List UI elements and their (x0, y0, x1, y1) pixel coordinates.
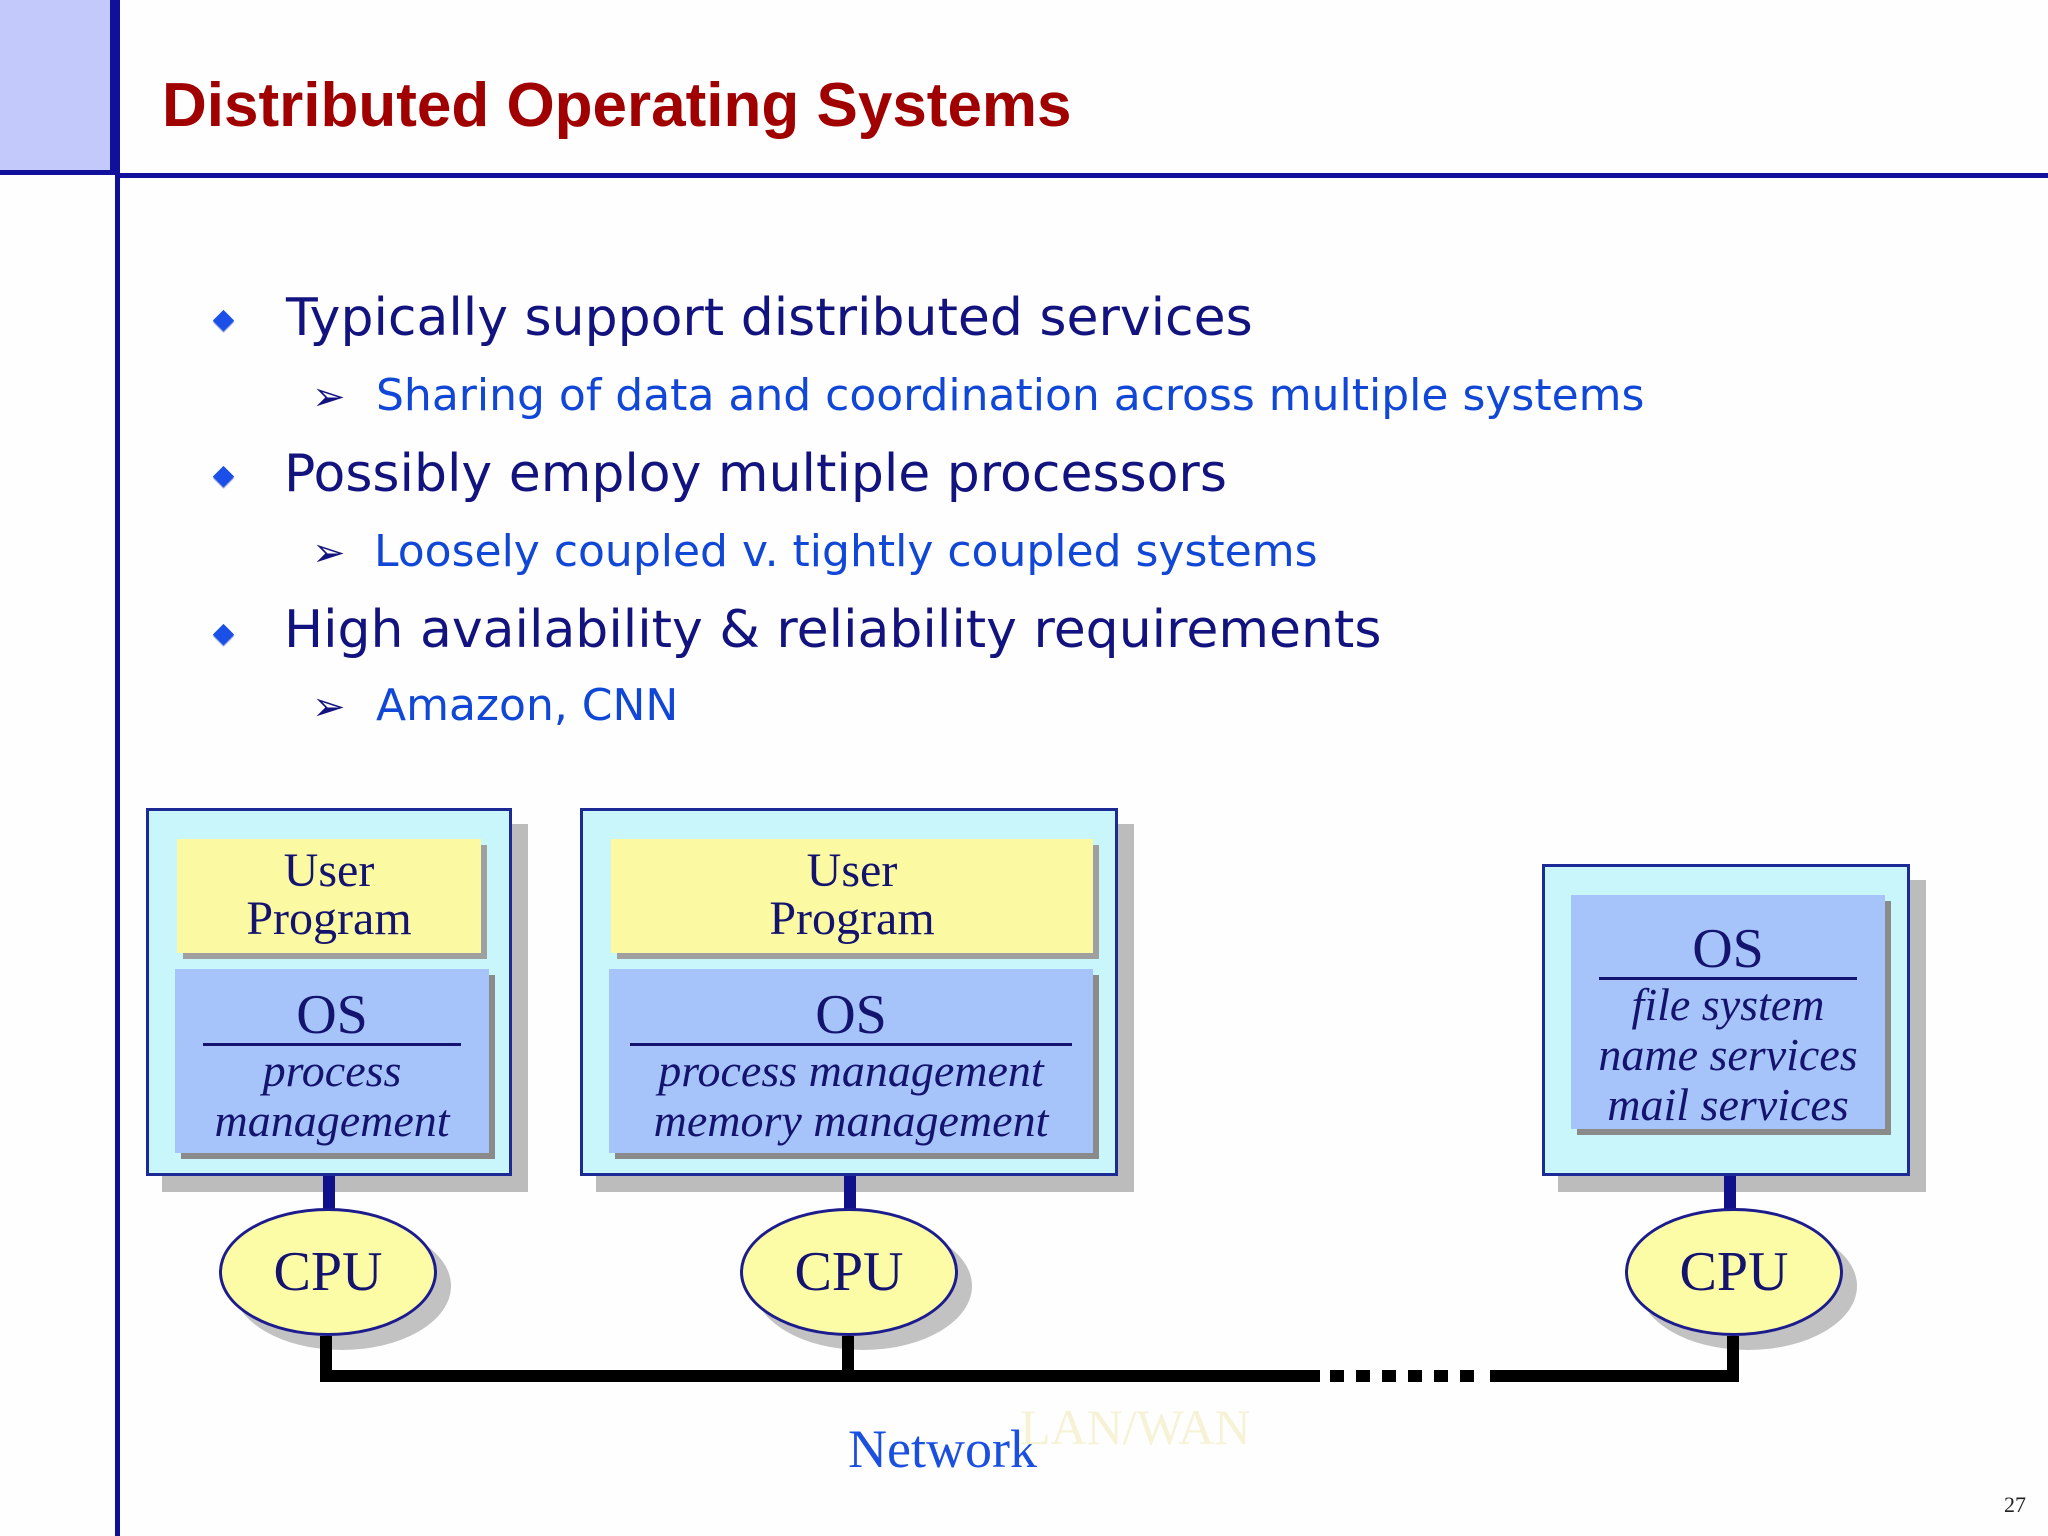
network-drop (1727, 1336, 1739, 1380)
os-service-line: memory management (653, 1095, 1049, 1146)
os-label: OS (1599, 921, 1857, 980)
slide-title: Distributed Operating Systems (162, 71, 1072, 140)
box-cpu-connector (844, 1176, 856, 1210)
cpu-node: CPU (740, 1208, 958, 1336)
arrow-bullet-icon: ➢ (312, 530, 346, 576)
os-label: OS (203, 987, 461, 1046)
system-node-3: OS file system name services mail servic… (1542, 864, 1910, 1176)
cpu-node: CPU (1625, 1208, 1843, 1336)
lan-wan-label: LAN/WAN (1020, 1399, 1251, 1455)
network-backbone-dotted (1330, 1370, 1480, 1382)
network-label: Network (848, 1419, 1037, 1479)
os-label: OS (630, 987, 1072, 1046)
sub-bullet-item: Loosely coupled v. tightly coupled syste… (374, 526, 1318, 577)
system-node-2: User Program OS process management memor… (580, 808, 1118, 1176)
page-number: 27 (2004, 1492, 2026, 1517)
network-drop (842, 1336, 854, 1380)
arrow-bullet-icon: ➢ (312, 374, 346, 420)
os-service-line: management (214, 1095, 450, 1146)
os-service-line: process (262, 1045, 402, 1096)
user-program-label-line2: Program (769, 892, 935, 945)
os-box: OS process management (175, 969, 489, 1153)
network-drop (320, 1336, 332, 1380)
os-service-line: process management (658, 1045, 1044, 1096)
title-rule (115, 173, 2048, 178)
corner-accent-block (0, 0, 115, 175)
network-backbone (1490, 1370, 1739, 1382)
bullet-item: High availability & reliability requirem… (284, 600, 1382, 660)
sub-bullet-item: Amazon, CNN (376, 680, 679, 731)
user-program-label-line1: User (806, 844, 898, 897)
os-box: OS process management memory management (609, 969, 1093, 1153)
box-cpu-connector (1724, 1176, 1736, 1210)
user-program-box: User Program (177, 839, 481, 953)
bullet-diamond-icon (212, 309, 235, 332)
os-service-line: mail services (1607, 1079, 1849, 1130)
user-program-box: User Program (611, 839, 1093, 953)
os-service-line: name services (1598, 1029, 1858, 1080)
box-cpu-connector (323, 1176, 335, 1210)
arrow-bullet-icon: ➢ (312, 684, 346, 730)
bullet-diamond-icon (212, 623, 235, 646)
bullet-item: Possibly employ multiple processors (284, 444, 1227, 504)
os-box: OS file system name services mail servic… (1571, 895, 1885, 1130)
user-program-label-line1: User (283, 844, 375, 897)
vertical-rule (115, 0, 120, 1536)
os-service-line: file system (1631, 979, 1825, 1030)
bullet-diamond-icon (212, 465, 235, 488)
system-node-1: User Program OS process management (146, 808, 512, 1176)
cpu-node: CPU (219, 1208, 437, 1336)
bullet-item: Typically support distributed services (286, 288, 1253, 348)
sub-bullet-item: Sharing of data and coordination across … (376, 370, 1645, 421)
user-program-label-line2: Program (246, 892, 412, 945)
network-backbone (320, 1370, 1320, 1382)
